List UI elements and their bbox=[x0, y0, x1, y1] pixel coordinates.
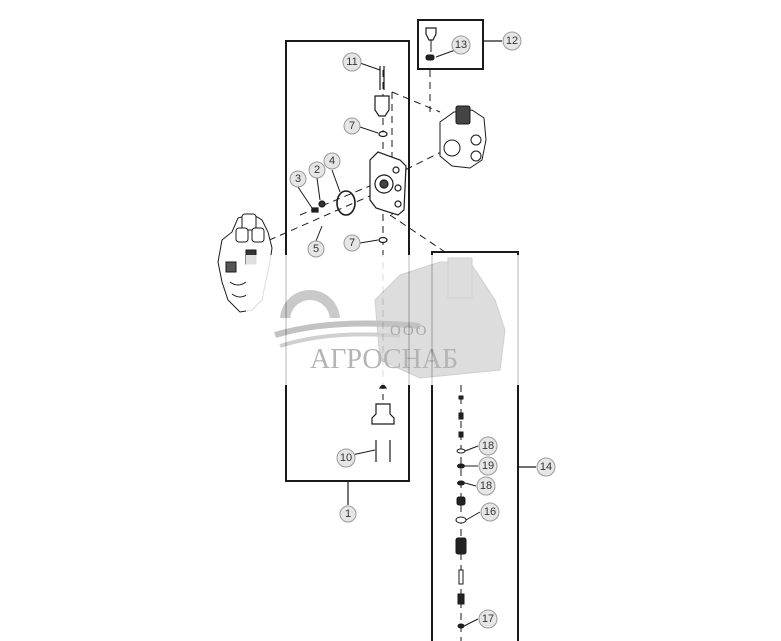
callouts: 1 2 3 4 5 7 7 10 11 12 13 14 16 17 18 18… bbox=[289, 31, 556, 629]
svg-text:11: 11 bbox=[346, 56, 357, 68]
svg-text:4: 4 bbox=[329, 155, 335, 167]
callout-4[interactable]: 4 bbox=[323, 152, 341, 170]
svg-text:2: 2 bbox=[314, 164, 320, 176]
group-box-14 bbox=[431, 251, 536, 641]
callout-7-lower[interactable]: 7 bbox=[343, 234, 361, 252]
svg-text:18: 18 bbox=[482, 440, 494, 452]
callout-12[interactable]: 12 bbox=[502, 31, 522, 51]
part-14-stack-illustration bbox=[455, 395, 467, 629]
svg-text:19: 19 bbox=[482, 460, 494, 472]
svg-text:13: 13 bbox=[455, 39, 467, 51]
callout-16[interactable]: 16 bbox=[480, 502, 500, 522]
watermark-name: АГРОСНАБ bbox=[310, 344, 458, 375]
callout-19[interactable]: 19 bbox=[478, 456, 498, 476]
callout-14[interactable]: 14 bbox=[536, 457, 556, 477]
callout-2[interactable]: 2 bbox=[308, 161, 326, 179]
svg-text:7: 7 bbox=[349, 120, 355, 132]
watermark-prefix: ООО bbox=[390, 323, 429, 339]
svg-text:5: 5 bbox=[313, 243, 319, 255]
svg-text:14: 14 bbox=[540, 461, 552, 473]
callout-leaders bbox=[297, 44, 481, 627]
callout-11[interactable]: 11 bbox=[342, 52, 362, 72]
svg-text:12: 12 bbox=[506, 35, 518, 47]
callout-18-lower[interactable]: 18 bbox=[476, 476, 496, 496]
callout-18-upper[interactable]: 18 bbox=[478, 436, 498, 456]
part-10-illustration bbox=[371, 383, 395, 462]
svg-text:7: 7 bbox=[349, 237, 355, 249]
callout-3[interactable]: 3 bbox=[289, 170, 307, 188]
svg-text:10: 10 bbox=[340, 452, 352, 464]
callout-13[interactable]: 13 bbox=[451, 35, 471, 55]
svg-text:1: 1 bbox=[345, 508, 351, 520]
callout-7-upper[interactable]: 7 bbox=[343, 117, 361, 135]
callout-1[interactable]: 1 bbox=[339, 505, 357, 523]
valve-body-upper-right-illustration bbox=[439, 105, 487, 169]
callout-10[interactable]: 10 bbox=[336, 448, 356, 468]
svg-text:17: 17 bbox=[482, 613, 494, 625]
group-box-12 bbox=[417, 19, 502, 70]
svg-text:16: 16 bbox=[484, 506, 496, 518]
part-12-plug-illustration bbox=[425, 27, 437, 61]
svg-text:3: 3 bbox=[295, 173, 301, 185]
watermark-logo: ООО АГРОСНАБ bbox=[246, 255, 531, 385]
callout-5[interactable]: 5 bbox=[307, 240, 325, 258]
callout-17[interactable]: 17 bbox=[478, 609, 498, 629]
svg-text:18: 18 bbox=[480, 480, 492, 492]
section-body-illustration bbox=[311, 66, 407, 244]
